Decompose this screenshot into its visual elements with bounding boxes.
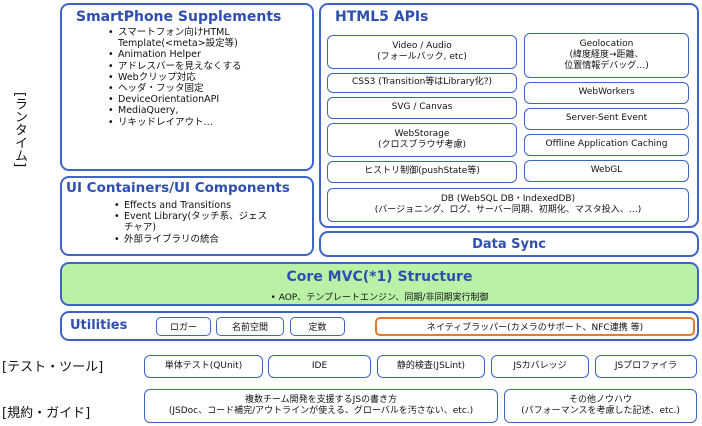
smartphone-title: SmartPhone Supplements bbox=[76, 9, 282, 25]
geolocation-note-2: 位置情報デバッグ…) bbox=[564, 61, 649, 72]
html5-title: HTML5 APIs bbox=[335, 9, 429, 25]
db-label: DB (WebSQL DB・IndexedDB) bbox=[440, 193, 576, 204]
js-coverage-box: JSカバレッジ bbox=[491, 355, 589, 378]
css3-box: CSS3 (Transition等はLibrary化?) bbox=[327, 73, 517, 93]
smartphone-list: スマートフォン向けHTML Template(<meta>設定等) Animat… bbox=[106, 27, 311, 128]
server-sent-event-box: Server-Sent Event bbox=[524, 108, 689, 130]
ui-containers-list: Effects and Transitions Event Library(タッ… bbox=[112, 200, 312, 245]
list-item: Webクリップ対応 bbox=[106, 72, 311, 83]
core-mvc-title: Core MVC(*1) Structure bbox=[286, 269, 473, 285]
ide-label: IDE bbox=[311, 360, 328, 371]
js-style-guide-box: 複数チーム開発を支援するJSの書き方(JSDoc、コード補完/アウトラインが使え… bbox=[144, 389, 498, 423]
rules-guide-label: [規約・ガイド] bbox=[2, 406, 91, 421]
list-item: Template(<meta>設定等) bbox=[118, 38, 238, 50]
ide-box: IDE bbox=[268, 355, 371, 378]
core-mvc-item: • AOP、テンプレートエンジン、同期/非同期実行制御 bbox=[270, 293, 489, 303]
db-box: DB (WebSQL DB・IndexedDB)(バージョニング、ログ、サーバー… bbox=[327, 188, 689, 222]
list-item: Effects and Transitions bbox=[112, 200, 312, 211]
other-knowhow-label: その他ノウハウ bbox=[568, 394, 632, 405]
other-knowhow-box: その他ノウハウ(パフォーマンスを考慮した記述、etc.) bbox=[504, 389, 697, 423]
unit-test-box: 単体テスト(QUnit) bbox=[144, 355, 263, 378]
js-profiler-label: JSプロファイラ bbox=[614, 360, 678, 371]
list-item: ヘッダ・フッタ固定 bbox=[106, 83, 311, 94]
core-mvc-item-text: AOP、テンプレートエンジン、同期/非同期実行制御 bbox=[278, 293, 489, 303]
namespace-box: 名前空間 bbox=[216, 317, 284, 336]
offline-caching-box: Offline Application Caching bbox=[524, 134, 689, 156]
svg-canvas-label: SVG / Canvas bbox=[391, 102, 453, 113]
list-item: DeviceOrientationAPI bbox=[106, 94, 311, 105]
offline-label: Offline Application Caching bbox=[545, 139, 668, 150]
history-box: ヒストリ制御(pushState等) bbox=[327, 161, 517, 183]
js-style-guide-label: 複数チーム開発を支援するJSの書き方 bbox=[244, 394, 398, 405]
geolocation-box: Geolocation(緯度経度→距離、位置情報デバッグ…) bbox=[524, 33, 689, 78]
video-audio-label: Video / Audio bbox=[392, 40, 452, 51]
core-mvc-box: Core MVC(*1) Structure • AOP、テンプレートエンジン、… bbox=[60, 262, 699, 306]
list-item: Event Library(タッチ系、ジェス bbox=[112, 211, 312, 222]
js-style-guide-note: (JSDoc、コード補完/アウトラインが使える、グローバルを汚さない、etc.) bbox=[168, 406, 474, 416]
constants-label: 定数 bbox=[308, 323, 327, 333]
sse-label: Server-Sent Event bbox=[565, 113, 648, 124]
other-knowhow-note: (パフォーマンスを考慮した記述、etc.) bbox=[521, 406, 680, 416]
namespace-label: 名前空間 bbox=[231, 323, 268, 333]
constants-box: 定数 bbox=[290, 317, 345, 336]
unit-test-label: 単体テスト(QUnit) bbox=[164, 360, 243, 371]
list-item: MediaQuery, bbox=[106, 105, 311, 116]
list-item: チャア) bbox=[124, 222, 157, 234]
ui-containers-box: UI Containers/UI Components Effects and … bbox=[60, 176, 314, 256]
logger-label: ロガー bbox=[169, 323, 197, 333]
smartphone-supplements-box: SmartPhone Supplements スマートフォン向けHTML Tem… bbox=[60, 3, 314, 171]
list-item: スマートフォン向けHTML bbox=[106, 27, 311, 38]
video-audio-note: (フォールバック, etc) bbox=[377, 52, 467, 62]
list-item: Animation Helper bbox=[106, 49, 311, 60]
webworkers-box: WebWorkers bbox=[524, 82, 689, 104]
list-item: 外部ライブラリの統合 bbox=[112, 234, 312, 245]
geolocation-label: Geolocation bbox=[579, 38, 634, 49]
db-note: (バージョニング、ログ、サーバー同期、初期化、マスタ投入、…) bbox=[374, 205, 642, 215]
ui-containers-title: UI Containers/UI Components bbox=[66, 180, 290, 196]
js-coverage-label: JSカバレッジ bbox=[513, 360, 567, 371]
webgl-box: WebGL bbox=[524, 160, 689, 182]
css3-label: CSS3 (Transition等はLibrary化?) bbox=[351, 77, 493, 88]
list-item: リキッドレイアウト… bbox=[106, 117, 311, 128]
history-label: ヒストリ制御(pushState等) bbox=[364, 166, 480, 177]
js-profiler-box: JSプロファイラ bbox=[595, 355, 697, 378]
geolocation-note-1: (緯度経度→距離、 bbox=[569, 49, 644, 60]
list-item: アドレスバーを見えなくする bbox=[106, 61, 311, 72]
data-sync-title: Data Sync bbox=[472, 236, 546, 252]
utilities-title: Utilities bbox=[70, 318, 128, 333]
webworkers-label: WebWorkers bbox=[578, 87, 635, 98]
native-wrapper-box: ネイティブラッパー(カメラのサポート、NFC連携 等) bbox=[375, 317, 695, 336]
webstorage-box: WebStorage(クロスブラウザ考慮) bbox=[327, 123, 517, 157]
static-check-label: 静的検査(JSLint) bbox=[396, 360, 466, 371]
data-sync-box: Data Sync bbox=[319, 231, 699, 257]
native-wrapper-label: ネイティブラッパー(カメラのサポート、NFC連携 等) bbox=[426, 323, 644, 333]
static-check-box: 静的検査(JSLint) bbox=[377, 355, 485, 378]
video-audio-box: Video / Audio(フォールバック, etc) bbox=[327, 35, 517, 69]
test-tools-label: [テスト・ツール] bbox=[2, 360, 104, 375]
webstorage-note: (クロスブラウザ考慮) bbox=[377, 140, 467, 150]
runtime-label: [ランタイム] bbox=[12, 92, 27, 168]
webgl-label: WebGL bbox=[590, 165, 623, 176]
webstorage-label: WebStorage bbox=[394, 128, 450, 139]
svg-canvas-box: SVG / Canvas bbox=[327, 97, 517, 119]
logger-box: ロガー bbox=[156, 317, 211, 336]
